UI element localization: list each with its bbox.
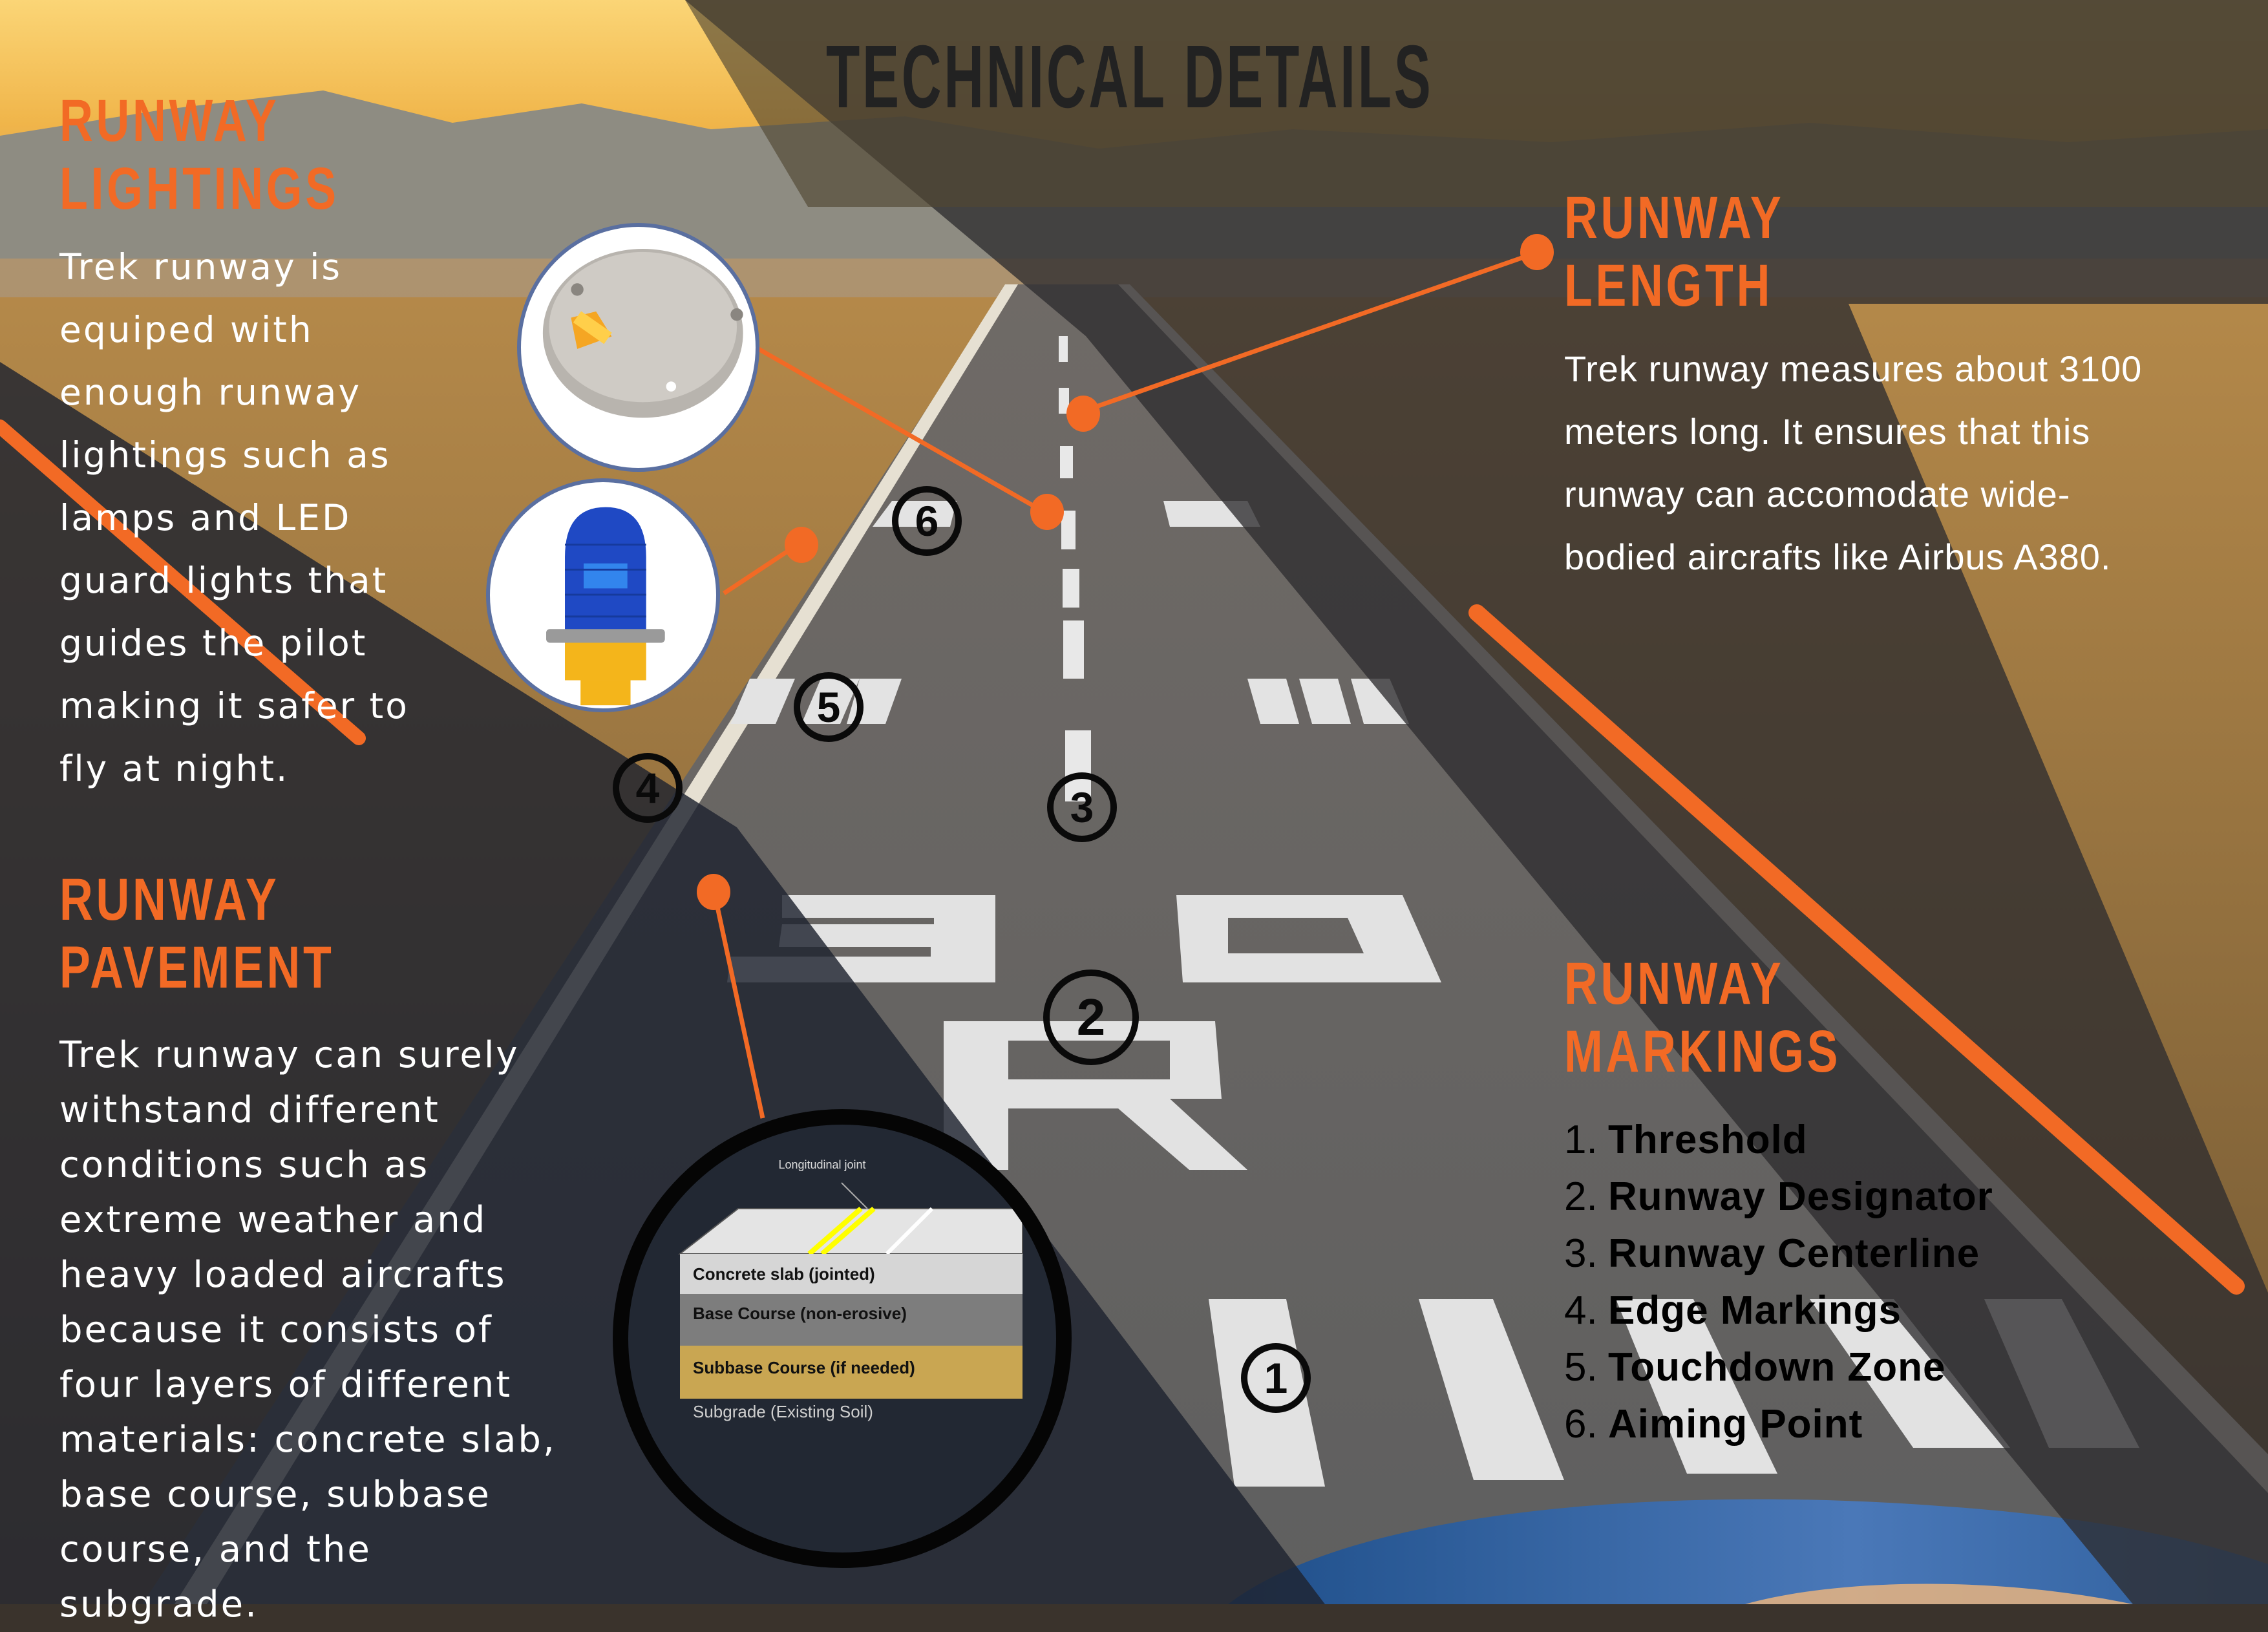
lightings-description: Trek runway is equiped with enough runwa… (59, 246, 409, 789)
marking-badge-4: 4 (613, 753, 683, 823)
length-heading-line2: LENGTH (1564, 253, 1774, 319)
markings-list: 1.Threshold 2.Runway Designator 3.Runway… (1564, 1112, 1993, 1453)
lightings-heading: RUNWAY LIGHTINGS (59, 87, 339, 223)
markings-list-item: 1.Threshold (1564, 1118, 1808, 1162)
markings-list-item: 4.Edge Markings (1564, 1288, 1902, 1333)
markings-heading-line2: MARKINGS (1564, 1019, 1841, 1085)
pavement-layers-diagram: Longitudinal joint Concrete slab (jointe… (613, 1109, 1072, 1568)
length-description: Trek runway measures about 3100 meters l… (1564, 348, 2143, 577)
marking-badge-2: 2 (1043, 970, 1139, 1065)
markings-list-item: 6.Aiming Point (1564, 1402, 1863, 1447)
pavement-heading-line1: RUNWAY (59, 867, 280, 933)
markings-heading: RUNWAY MARKINGS (1564, 950, 1841, 1086)
concrete-slab-layer: Concrete slab (jointed) (680, 1254, 1023, 1294)
marking-badge-1: 1 (1241, 1343, 1311, 1413)
pavement-description: Trek runway can surely withstand differe… (59, 1034, 556, 1626)
inset-light-photo (517, 223, 759, 472)
length-heading-line1: RUNWAY (1564, 185, 1785, 251)
subgrade-layer: Subgrade (Existing Soil) (693, 1402, 873, 1421)
slab-illustration (678, 1182, 1023, 1256)
page-title: TECHNICAL DETAILS (826, 27, 1434, 127)
pavement-heading-line2: PAVEMENT (59, 935, 335, 1001)
marking-badge-3: 3 (1047, 772, 1117, 842)
markings-heading-line1: RUNWAY (1564, 951, 1785, 1017)
markings-list-item: 3.Runway Centerline (1564, 1231, 1980, 1276)
lightings-heading-line2: LIGHTINGS (59, 156, 339, 222)
base-course-layer: Base Course (non-erosive) (680, 1294, 1023, 1346)
in-pavement-light-icon (542, 249, 743, 418)
marking-badge-6: 6 (892, 486, 962, 556)
marking-badge-5: 5 (794, 672, 864, 742)
pavement-heading: RUNWAY PAVEMENT (59, 866, 335, 1002)
markings-list-item: 5.Touchdown Zone (1564, 1345, 1946, 1390)
lightings-heading-line1: RUNWAY (59, 88, 280, 154)
markings-list-item: 2.Runway Designator (1564, 1174, 1993, 1219)
blue-beacon-icon (546, 507, 665, 706)
subbase-course-layer: Subbase Course (if needed) (680, 1346, 1023, 1399)
longitudinal-joint-label: Longitudinal joint (778, 1158, 866, 1171)
length-heading: RUNWAY LENGTH (1564, 184, 1784, 320)
guard-light-photo (486, 478, 720, 712)
